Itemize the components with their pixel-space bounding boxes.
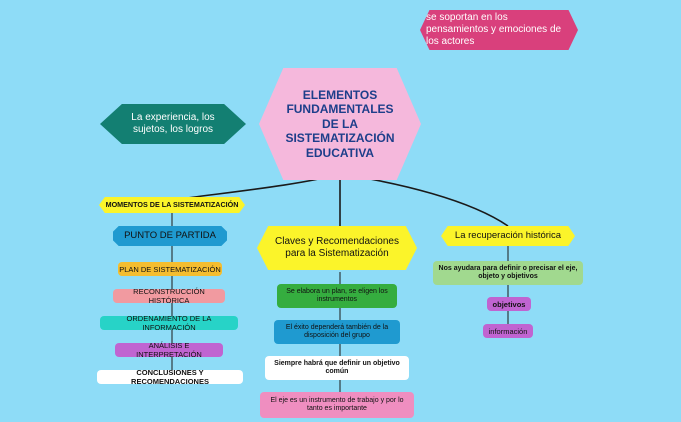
center-topic[interactable]: ELEMENTOS FUNDAMENTALES DE LA SISTEMATIZ…: [259, 68, 421, 180]
node-punto-partida-label: PUNTO DE PARTIDA: [124, 230, 216, 242]
node-conclusiones-label: CONCLUSIONES Y RECOMENDACIONES: [131, 368, 209, 386]
node-claves-label: Claves y Recomendaciones para la Sistema…: [275, 236, 399, 259]
node-objetivos[interactable]: objetivos: [487, 297, 531, 311]
node-informacion[interactable]: información: [483, 324, 533, 338]
node-punto-partida[interactable]: PUNTO DE PARTIDA: [113, 226, 227, 246]
node-eje[interactable]: El eje es un instrumento de trabajo y po…: [260, 392, 414, 418]
node-se-elabora-label: Se elabora un plan, se eligen los instru…: [286, 287, 388, 303]
node-conclusiones[interactable]: CONCLUSIONES Y RECOMENDACIONES: [97, 368, 243, 386]
node-nos-ayudara[interactable]: Nos ayudara para definir o precisar el e…: [433, 261, 583, 285]
node-experiencia-label: La experiencia, los sujetos, los logros: [131, 112, 215, 135]
node-plan-label: PLAN DE SISTEMATIZACIÓN: [119, 264, 221, 274]
node-recuperacion-label: La recuperación histórica: [454, 230, 562, 242]
node-analisis[interactable]: ANÁLISIS E INTERPRETACIÓN: [115, 341, 223, 359]
node-momentos-label: MOMENTOS DE LA SISTEMATIZACIÓN: [105, 199, 239, 209]
node-claves[interactable]: Claves y Recomendaciones para la Sistema…: [257, 226, 417, 270]
node-eje-label: El eje es un instrumento de trabajo y po…: [270, 396, 404, 412]
node-recuperacion[interactable]: La recuperación histórica: [441, 226, 575, 246]
node-informacion-label: información: [488, 326, 528, 336]
node-ordenamiento-label: ORDENAMIENTO DE LA INFORMACIÓN: [126, 314, 212, 332]
node-experiencia[interactable]: La experiencia, los sujetos, los logros: [100, 104, 246, 144]
node-analisis-label: ANÁLISIS E INTERPRETACIÓN: [136, 341, 202, 359]
node-pensamientos[interactable]: se soportan en los pensamientos y emocio…: [420, 10, 578, 50]
node-exito-label: El éxito dependerá también de la disposi…: [285, 323, 389, 339]
node-plan[interactable]: PLAN DE SISTEMATIZACIÓN: [118, 262, 222, 276]
node-siempre[interactable]: Siempre habrá que definir un objetivo co…: [265, 356, 409, 380]
node-nos-ayudara-label: Nos ayudara para definir o precisar el e…: [438, 264, 578, 280]
node-ordenamiento[interactable]: ORDENAMIENTO DE LA INFORMACIÓN: [100, 314, 238, 332]
node-reconstruccion-label: RECONSTRUCCIÓN HISTÓRICA: [133, 287, 205, 305]
node-momentos[interactable]: MOMENTOS DE LA SISTEMATIZACIÓN: [99, 197, 245, 213]
node-exito[interactable]: El éxito dependerá también de la disposi…: [274, 320, 400, 344]
link-center-recuperacion: [339, 173, 509, 227]
node-se-elabora[interactable]: Se elabora un plan, se eligen los instru…: [277, 284, 397, 308]
node-siempre-label: Siempre habrá que definir un objetivo co…: [274, 359, 400, 375]
node-objetivos-label: objetivos: [492, 299, 526, 309]
node-pensamientos-label: se soportan en los pensamientos y emocio…: [426, 12, 562, 47]
node-reconstruccion[interactable]: RECONSTRUCCIÓN HISTÓRICA: [113, 287, 225, 305]
center-topic-label: ELEMENTOS FUNDAMENTALES DE LA SISTEMATIZ…: [285, 88, 395, 160]
